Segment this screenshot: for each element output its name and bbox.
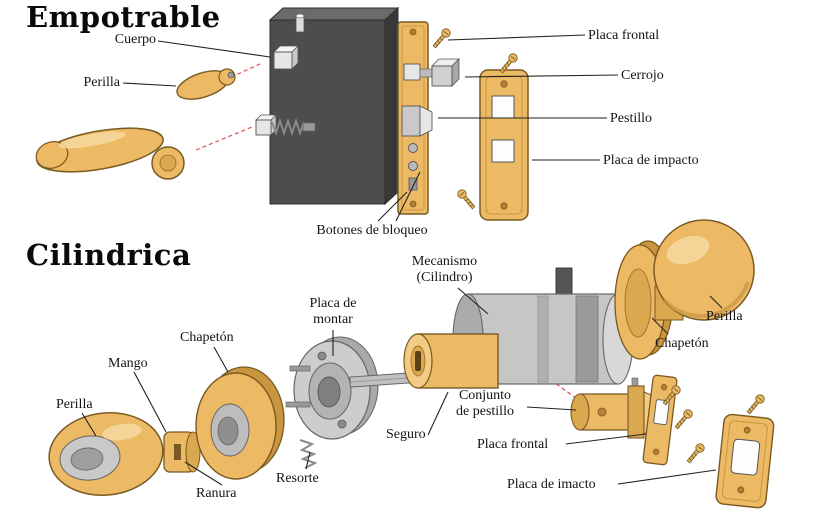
knob-shank-illustration xyxy=(163,431,201,473)
strike-plate-illustration xyxy=(479,69,529,221)
label-chapeton-left: Chapetón xyxy=(180,330,234,345)
label-placa-de-imacto: Placa de imacto xyxy=(507,477,596,492)
spring-illustration xyxy=(299,439,318,469)
label-conjunto-de-pestillo: Conjunto de pestillo xyxy=(456,388,514,420)
label-placa-frontal-top: Placa frontal xyxy=(588,28,660,43)
label-botones-de-bloqueo: Botones de bloqueo xyxy=(316,223,428,238)
label-pestillo: Pestillo xyxy=(610,111,653,126)
label-ranura: Ranura xyxy=(196,486,237,501)
left-knob-illustration xyxy=(48,412,164,496)
label-seguro: Seguro xyxy=(386,427,426,442)
mortise-lock-body-illustration xyxy=(255,6,400,206)
label-placa-de-montar: Placa de montar xyxy=(309,296,357,328)
mounting-plate-illustration xyxy=(285,336,379,469)
leader-lines xyxy=(81,34,723,486)
label-resorte: Resorte xyxy=(276,471,319,486)
section-title-cilindrica: Cilindrica xyxy=(26,238,192,272)
label-placa-frontal-bottom: Placa frontal xyxy=(477,437,549,452)
label-perilla-right: Perilla xyxy=(706,309,743,324)
left-rosette-illustration xyxy=(195,366,285,480)
label-perilla-left: Perilla xyxy=(56,397,93,412)
section-title-empotrable: Empotrable xyxy=(26,0,221,34)
label-cuerpo: Cuerpo xyxy=(114,32,156,47)
latch-assembly-illustration xyxy=(570,377,659,439)
bottom-strike-plate-illustration xyxy=(715,413,775,509)
front-plate-illustration xyxy=(397,21,460,215)
label-cerrojo: Cerrojo xyxy=(621,68,664,83)
label-placa-de-impacto: Placa de impacto xyxy=(603,153,699,168)
right-knob-illustration xyxy=(653,219,755,321)
label-mango: Mango xyxy=(108,356,148,371)
label-chapeton-right: Chapetón xyxy=(655,336,709,351)
cylinder-mechanism-illustration xyxy=(403,267,634,389)
label-mecanismo-cilindro: Mecanismo (Cilindro) xyxy=(411,254,478,286)
thumbturn-knob-illustration xyxy=(176,68,236,100)
lever-handle-illustration xyxy=(35,127,185,180)
label-perilla-top: Perilla xyxy=(83,75,120,90)
